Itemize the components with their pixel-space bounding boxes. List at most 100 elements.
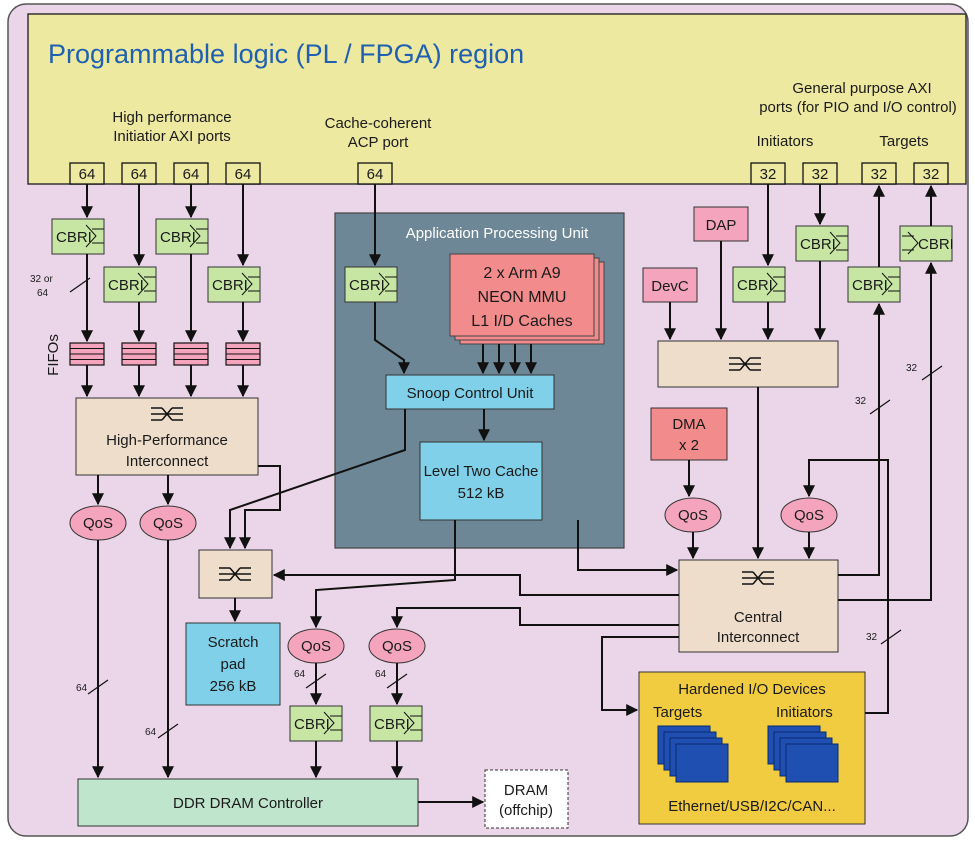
- scratch-pad: [185, 622, 281, 706]
- dma-line-1: DMA: [672, 416, 705, 433]
- cbri-block: CBRI: [289, 705, 343, 742]
- width-label-64: 64: [76, 683, 88, 694]
- io-devices-label: Ethernet/USB/I2C/CAN...: [668, 798, 836, 815]
- hp-port-width: 64: [235, 166, 252, 183]
- width-label-32or64-2: 64: [37, 288, 49, 299]
- cpu-line-1: 2 x Arm A9: [483, 265, 560, 282]
- dap-block: [693, 206, 749, 242]
- fifo: [121, 342, 157, 366]
- gp-targ-port-box: [861, 162, 897, 185]
- fifos-label: FIFOs: [45, 334, 62, 376]
- scu-label: Snoop Control Unit: [407, 385, 535, 402]
- width-tick: [880, 629, 902, 645]
- io-device-icon: [785, 743, 839, 783]
- hp-ports-label-1: High performance: [112, 109, 231, 126]
- cpu-block: [449, 253, 595, 337]
- snoop-control-unit: [385, 374, 555, 410]
- acp-label-1: Cache-coherent: [325, 115, 433, 132]
- cbri-block: CBRI: [155, 218, 209, 255]
- ddr-controller: [77, 778, 419, 827]
- devc-block: [642, 267, 698, 303]
- central-interconnect: [678, 559, 839, 653]
- cbri-label: CBRI: [800, 236, 836, 253]
- l2-line-2: 512 kB: [458, 485, 505, 502]
- qos-label: QoS: [83, 515, 113, 532]
- central-ic-line-1: Central: [734, 609, 782, 626]
- scratch-line-1: Scratch: [208, 634, 259, 651]
- targets-label: Targets: [879, 133, 928, 150]
- central-ic-line-2: Interconnect: [717, 629, 800, 646]
- cbri-label: CBRI: [918, 236, 954, 253]
- cbri-block: CBRI: [847, 266, 901, 303]
- cbri-label: CBRI: [160, 229, 196, 246]
- hp-ports-label-2: Initiatior AXI ports: [113, 128, 231, 145]
- ddr-label: DDR DRAM Controller: [173, 795, 323, 812]
- cbri-label: CBRI: [294, 716, 330, 733]
- dram-line-1: DRAM: [504, 782, 548, 799]
- cbri-block: CBRI: [369, 705, 423, 742]
- cbri-block: CBRI: [103, 266, 157, 303]
- initiators-label: Initiators: [757, 133, 814, 150]
- devc-label: DevC: [651, 278, 689, 295]
- l2-line-1: Level Two Cache: [424, 463, 539, 480]
- io-title: Hardened I/O Devices: [678, 681, 826, 698]
- dma-block: [650, 407, 728, 461]
- width-label-32: 32: [855, 396, 867, 407]
- cbri-label: CBRI: [852, 277, 888, 294]
- scratch-line-3: 256 kB: [210, 678, 257, 695]
- l2-cache: [419, 441, 543, 521]
- cbri-block: CBRI: [207, 266, 261, 303]
- cbri-label: CBRI: [349, 277, 385, 294]
- cbri-label: CBRI: [212, 277, 248, 294]
- cpu-line-2: NEON MMU: [478, 289, 567, 306]
- pl-title: Programmable logic (PL / FPGA) region: [48, 39, 524, 69]
- cbri-block: CBRI: [51, 218, 105, 255]
- io-device-icon: [675, 743, 729, 783]
- cbri-block: CBRI: [795, 225, 849, 262]
- width-label-64: 64: [145, 727, 157, 738]
- gp-targ-port-width: 32: [923, 166, 940, 183]
- cbri-block-mirrored: CBRI: [899, 225, 954, 262]
- hp-port-width: 64: [183, 166, 200, 183]
- width-label-64: 64: [375, 669, 387, 680]
- width-label-32: 32: [906, 363, 918, 374]
- width-label-32or64-1: 32 or: [30, 274, 53, 285]
- width-label-32: 32: [866, 632, 878, 643]
- io-targets-label: Targets: [653, 704, 702, 721]
- cbri-label: CBRI: [56, 229, 92, 246]
- apu-title: Application Processing Unit: [406, 225, 589, 242]
- hp-ic-line-2: Interconnect: [126, 453, 209, 470]
- fifo: [69, 342, 105, 366]
- width-label-64: 64: [294, 669, 306, 680]
- fifo: [173, 342, 209, 366]
- hp-interconnect: [75, 397, 259, 476]
- cbri-block: CBRI: [344, 266, 398, 303]
- gp-init-port-width: 32: [812, 166, 829, 183]
- cbri-block: CBRI: [732, 266, 786, 303]
- acp-label-2: ACP port: [348, 134, 409, 151]
- gp-targ-port-box: [913, 162, 949, 185]
- hp-ic-line-1: High-Performance: [106, 432, 228, 449]
- scratch-line-2: pad: [220, 656, 245, 673]
- connections: [81, 184, 937, 808]
- qos-label: QoS: [382, 638, 412, 655]
- dap-label: DAP: [706, 217, 737, 234]
- cbri-label: CBRI: [108, 277, 144, 294]
- dram-line-2: (offchip): [499, 802, 553, 819]
- pl-region: [27, 13, 967, 185]
- dram-offchip: [484, 769, 569, 829]
- dma-line-2: x 2: [679, 437, 699, 454]
- gp-label-1: General purpose AXI: [792, 80, 931, 97]
- qos-label: QoS: [153, 515, 183, 532]
- acp-port-width: 64: [367, 166, 384, 183]
- cbri-label: CBRI: [374, 716, 410, 733]
- cpu-line-3: L1 I/D Caches: [471, 313, 572, 330]
- gp-init-port-width: 32: [760, 166, 777, 183]
- qos-label: QoS: [794, 507, 824, 524]
- qos-label: QoS: [678, 507, 708, 524]
- qos-label: QoS: [301, 638, 331, 655]
- gp-targ-port-width: 32: [871, 166, 888, 183]
- hp-port-width: 64: [79, 166, 96, 183]
